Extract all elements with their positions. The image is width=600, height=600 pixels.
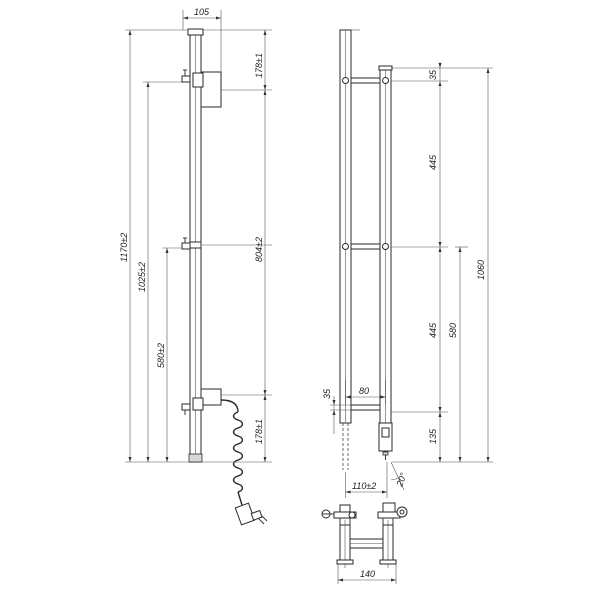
side-lower-box [200,388,222,406]
dim-804: 804±2 [254,237,264,262]
bottom-view: 140 [321,502,408,584]
dim-178-bottom: 178±1 [254,419,264,444]
dim-105: 105 [194,7,210,17]
dim-20-degrees: 20° [394,471,409,489]
side-bottom-cap [188,453,203,463]
dim-110: 110±2 [352,481,376,491]
dim-445-upper: 445 [428,154,438,170]
plug [234,502,256,526]
side-view: 105 178±1 804±2 178±1 1170±2 1025±2 5 [119,7,272,526]
dim-1170: 1170±2 [119,233,129,262]
dim-445-lower: 445 [428,322,438,338]
front-crossbar-bottom [350,404,381,411]
side-top-cap [187,28,204,36]
dim-35-top: 35 [428,69,438,80]
side-middle-bracket [181,242,191,250]
dim-178-top: 178±1 [254,53,264,78]
bottom-left-connector [321,504,357,525]
dim-580-front: 580 [448,323,458,338]
dim-135: 135 [428,428,438,444]
coiled-cable [220,399,268,526]
dim-1025: 1025±2 [137,262,147,292]
dim-35-left: 35 [322,388,332,399]
front-crossbar-mid [350,243,381,250]
side-upper-bracket [181,75,191,83]
dim-140: 140 [360,569,375,579]
dim-80: 80 [359,386,369,396]
side-upper-box [200,71,222,108]
bottom-right-connector [377,502,408,525]
dim-580-side: 580±2 [156,343,166,368]
front-view: 35 445 445 135 580 1060 [322,29,493,498]
front-crossbar-top [350,77,381,84]
dim-1060: 1060 [476,260,486,280]
